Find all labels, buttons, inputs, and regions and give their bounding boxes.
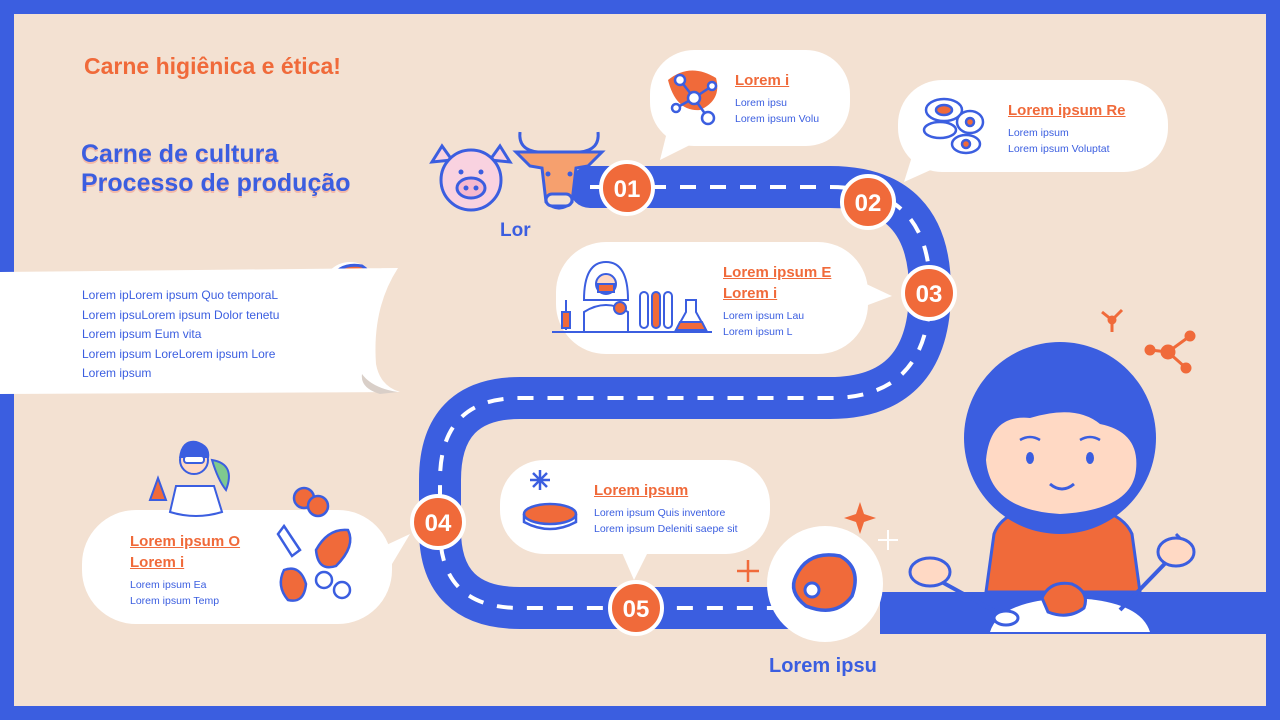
step-4-title-line2: Lorem i	[130, 554, 185, 571]
petri-dish-icon	[522, 470, 578, 531]
step-badge-02: 02	[840, 174, 896, 230]
step-number-05: 05	[623, 596, 650, 623]
step-5-text: Lorem ipsum Quis inventore Lorem ipsum D…	[594, 505, 738, 537]
step-3-title-line2: Lorem i	[723, 285, 778, 302]
step-3-title: Lorem ipsum E Lorem i	[723, 262, 831, 304]
step-2-title: Lorem ipsum Re	[1008, 102, 1126, 119]
step-4-title-line1: Lorem ipsum O	[130, 533, 241, 550]
intro-line: Lorem ipLorem ipsum Quo temporaL	[82, 288, 279, 302]
step-4-content: Lorem ipsum O Lorem i Lorem ipsum Ea Lor…	[130, 531, 240, 609]
intro-paper	[0, 268, 400, 394]
intro-line: Lorem ipsum	[82, 366, 152, 380]
final-label: Lorem ipsu	[769, 655, 877, 677]
step-badge-05: 05	[608, 580, 664, 636]
bubble-step-3	[556, 242, 892, 354]
step-2-content: Lorem ipsum Re Lorem ipsum Lorem ipsum V…	[1008, 100, 1126, 157]
meat-cells-icon	[276, 486, 352, 602]
step-1-line: Lorem ipsu	[735, 97, 787, 109]
step-4-line: Lorem ipsum Ea	[130, 579, 207, 591]
step-number-01: 01	[614, 176, 641, 203]
step-3-title-line1: Lorem ipsum E	[723, 264, 832, 281]
step-1-title: Lorem i	[735, 72, 790, 89]
step-5-content: Lorem ipsum Lorem ipsum Quis inventore L…	[594, 480, 738, 537]
step-2-line: Lorem ipsum Voluptat	[1008, 143, 1110, 155]
step-badge-03: 03	[901, 265, 957, 321]
step-2-text: Lorem ipsum Lorem ipsum Voluptat	[1008, 125, 1126, 157]
step-4-text: Lorem ipsum Ea Lorem ipsum Temp	[130, 577, 240, 609]
step-number-02: 02	[855, 190, 882, 217]
final-steak-icon	[767, 526, 883, 642]
pig-icon	[429, 143, 513, 212]
step-badge-01: 01	[599, 160, 655, 216]
sparkle-icons	[737, 308, 1196, 582]
step-3-text: Lorem ipsum Lau Lorem ipsum L	[723, 308, 831, 340]
tagline: Carne higiênica e ética!	[84, 53, 341, 79]
scientist-icon	[148, 440, 230, 517]
cells-icon	[922, 97, 985, 155]
step-4-line: Lorem ipsum Temp	[130, 595, 220, 607]
animals-label: Lor	[500, 220, 531, 241]
step-1-text: Lorem ipsu Lorem ipsum Volu	[735, 95, 819, 127]
step-4-title: Lorem ipsum O Lorem i	[130, 531, 240, 573]
step-1-content: Lorem i Lorem ipsu Lorem ipsum Volu	[735, 70, 819, 127]
intro-line: Lorem ipsum LoreLorem ipsum Lore	[82, 346, 276, 361]
page-title-line2: Processo de produção	[81, 169, 351, 197]
intro-line: Lorem ipsum Eum vita	[82, 327, 202, 341]
step-number-03: 03	[916, 281, 943, 308]
step-3-line: Lorem ipsum Lau	[723, 310, 805, 322]
molecule-icon	[668, 70, 718, 126]
step-1-line: Lorem ipsum Volu	[735, 113, 820, 125]
page-title: Carne de cultura Processo de produção	[81, 140, 351, 198]
step-number-04: 04	[425, 510, 452, 537]
bubble-step-4	[82, 510, 410, 624]
child-eating-icon	[908, 342, 1196, 632]
step-3-line: Lorem ipsum L	[723, 326, 793, 338]
scientist-lab-icon	[552, 260, 712, 333]
step-5-title: Lorem ipsum	[594, 482, 689, 499]
intro-text: Lorem ipLorem ipsum Quo temporaL Lorem i…	[82, 286, 279, 384]
page-title-line1: Carne de cultura	[81, 140, 279, 168]
step-3-content: Lorem ipsum E Lorem i Lorem ipsum Lau Lo…	[723, 262, 831, 340]
step-5-line: Lorem ipsum Quis inventore	[594, 507, 726, 519]
step-badge-04: 04	[410, 494, 466, 550]
step-2-line: Lorem ipsum	[1008, 127, 1069, 139]
step-5-line: Lorem ipsum Deleniti saepe sit	[594, 523, 738, 535]
cow-icon	[512, 131, 606, 210]
bubble-step-5	[500, 460, 770, 580]
intro-line: Lorem ipsuLorem ipsum Dolor tenetu	[82, 307, 280, 322]
road-center-line	[438, 185, 933, 610]
